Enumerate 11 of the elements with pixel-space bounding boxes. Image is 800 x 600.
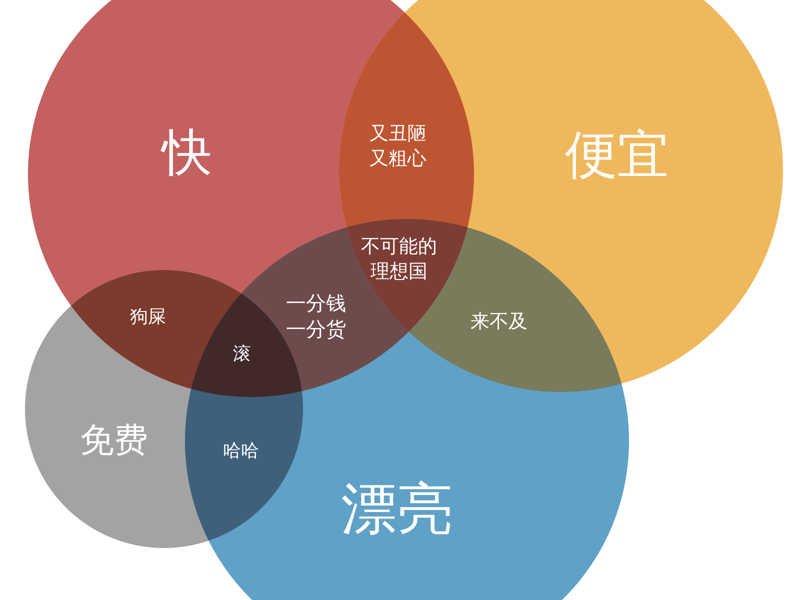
circle-label: 快 — [162, 126, 212, 180]
region-label: 狗屎 — [129, 305, 167, 329]
region-label: 又丑陋又粗心 — [368, 121, 428, 171]
circle-label: 免费 — [80, 422, 148, 460]
circle-label: 便宜 — [565, 127, 669, 185]
region-label: 一分钱一分货 — [285, 290, 347, 342]
region-label: 哈哈 — [222, 439, 260, 463]
circle-label: 漂亮 — [341, 479, 453, 541]
region-label: 不可能的理想国 — [360, 234, 438, 284]
region-label: 滚 — [232, 342, 252, 366]
region-label: 来不及 — [470, 310, 528, 334]
